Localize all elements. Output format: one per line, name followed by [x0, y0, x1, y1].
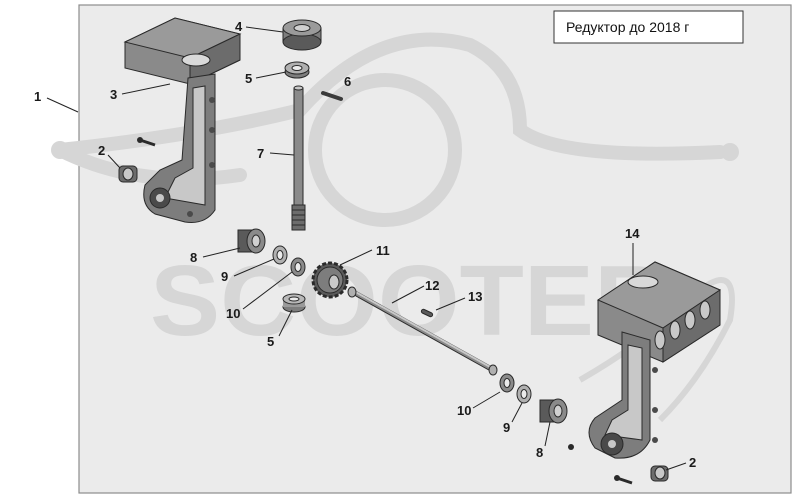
- callouts: 1 2 3 4 5 6 7 8 9 10 11 12 13 5 14 10 9 …: [34, 19, 696, 470]
- callout-2: 2: [98, 143, 105, 158]
- part-13-key: [420, 308, 434, 318]
- callout-10b: 10: [457, 403, 471, 418]
- watermark-scooter-icon: [53, 32, 727, 227]
- callout-11: 11: [376, 243, 390, 258]
- part-5-bushing-lower: [282, 293, 306, 313]
- part-8-bearing-left: [237, 228, 266, 254]
- part-4-pulley: [282, 19, 322, 51]
- callout-13: 13: [468, 289, 482, 304]
- part-screw-lower-right: [568, 444, 633, 485]
- screw-left: [137, 137, 156, 147]
- leader-lines: [46, 26, 687, 471]
- watermark-dot-icon: [51, 141, 69, 159]
- callout-8b: 8: [536, 445, 543, 460]
- callout-8: 8: [190, 250, 197, 265]
- watermark-text: SCOOTER: [150, 245, 670, 357]
- part-9-washer-right: [516, 384, 532, 404]
- callout-4: 4: [235, 19, 243, 34]
- title-box: [553, 10, 744, 44]
- callout-6: 6: [344, 74, 351, 89]
- part-3-housing-left: [123, 17, 242, 223]
- part-10-washer-left: [290, 257, 306, 277]
- part-6-pin: [321, 91, 343, 101]
- callout-5b: 5: [267, 334, 274, 349]
- part-8-bearing-right: [539, 398, 568, 424]
- part-14-housing-right: [588, 261, 722, 459]
- diagram-title: Редуктор до 2018 г: [566, 19, 689, 35]
- part-9-washer-left: [272, 245, 288, 265]
- callout-3: 3: [110, 87, 117, 102]
- callout-7: 7: [257, 146, 264, 161]
- callout-10: 10: [226, 306, 240, 321]
- part-10-washer-right: [499, 373, 515, 393]
- callout-9: 9: [221, 269, 228, 284]
- callout-9b: 9: [503, 420, 510, 435]
- part-2-bushing-right: [650, 465, 669, 482]
- callout-1: 1: [34, 89, 41, 104]
- callout-14: 14: [625, 226, 640, 241]
- watermark-dot-icon: [721, 143, 739, 161]
- watermark: SCOOTER: [51, 32, 739, 423]
- callout-2b: 2: [689, 455, 696, 470]
- part-2-bushing-left: [118, 165, 138, 183]
- part-11-gear: [311, 261, 349, 299]
- part-12-axle: [347, 286, 498, 376]
- callout-5: 5: [245, 71, 252, 86]
- part-5-washer-top: [284, 61, 310, 79]
- callout-12: 12: [425, 278, 439, 293]
- part-7-shaft: [291, 85, 306, 231]
